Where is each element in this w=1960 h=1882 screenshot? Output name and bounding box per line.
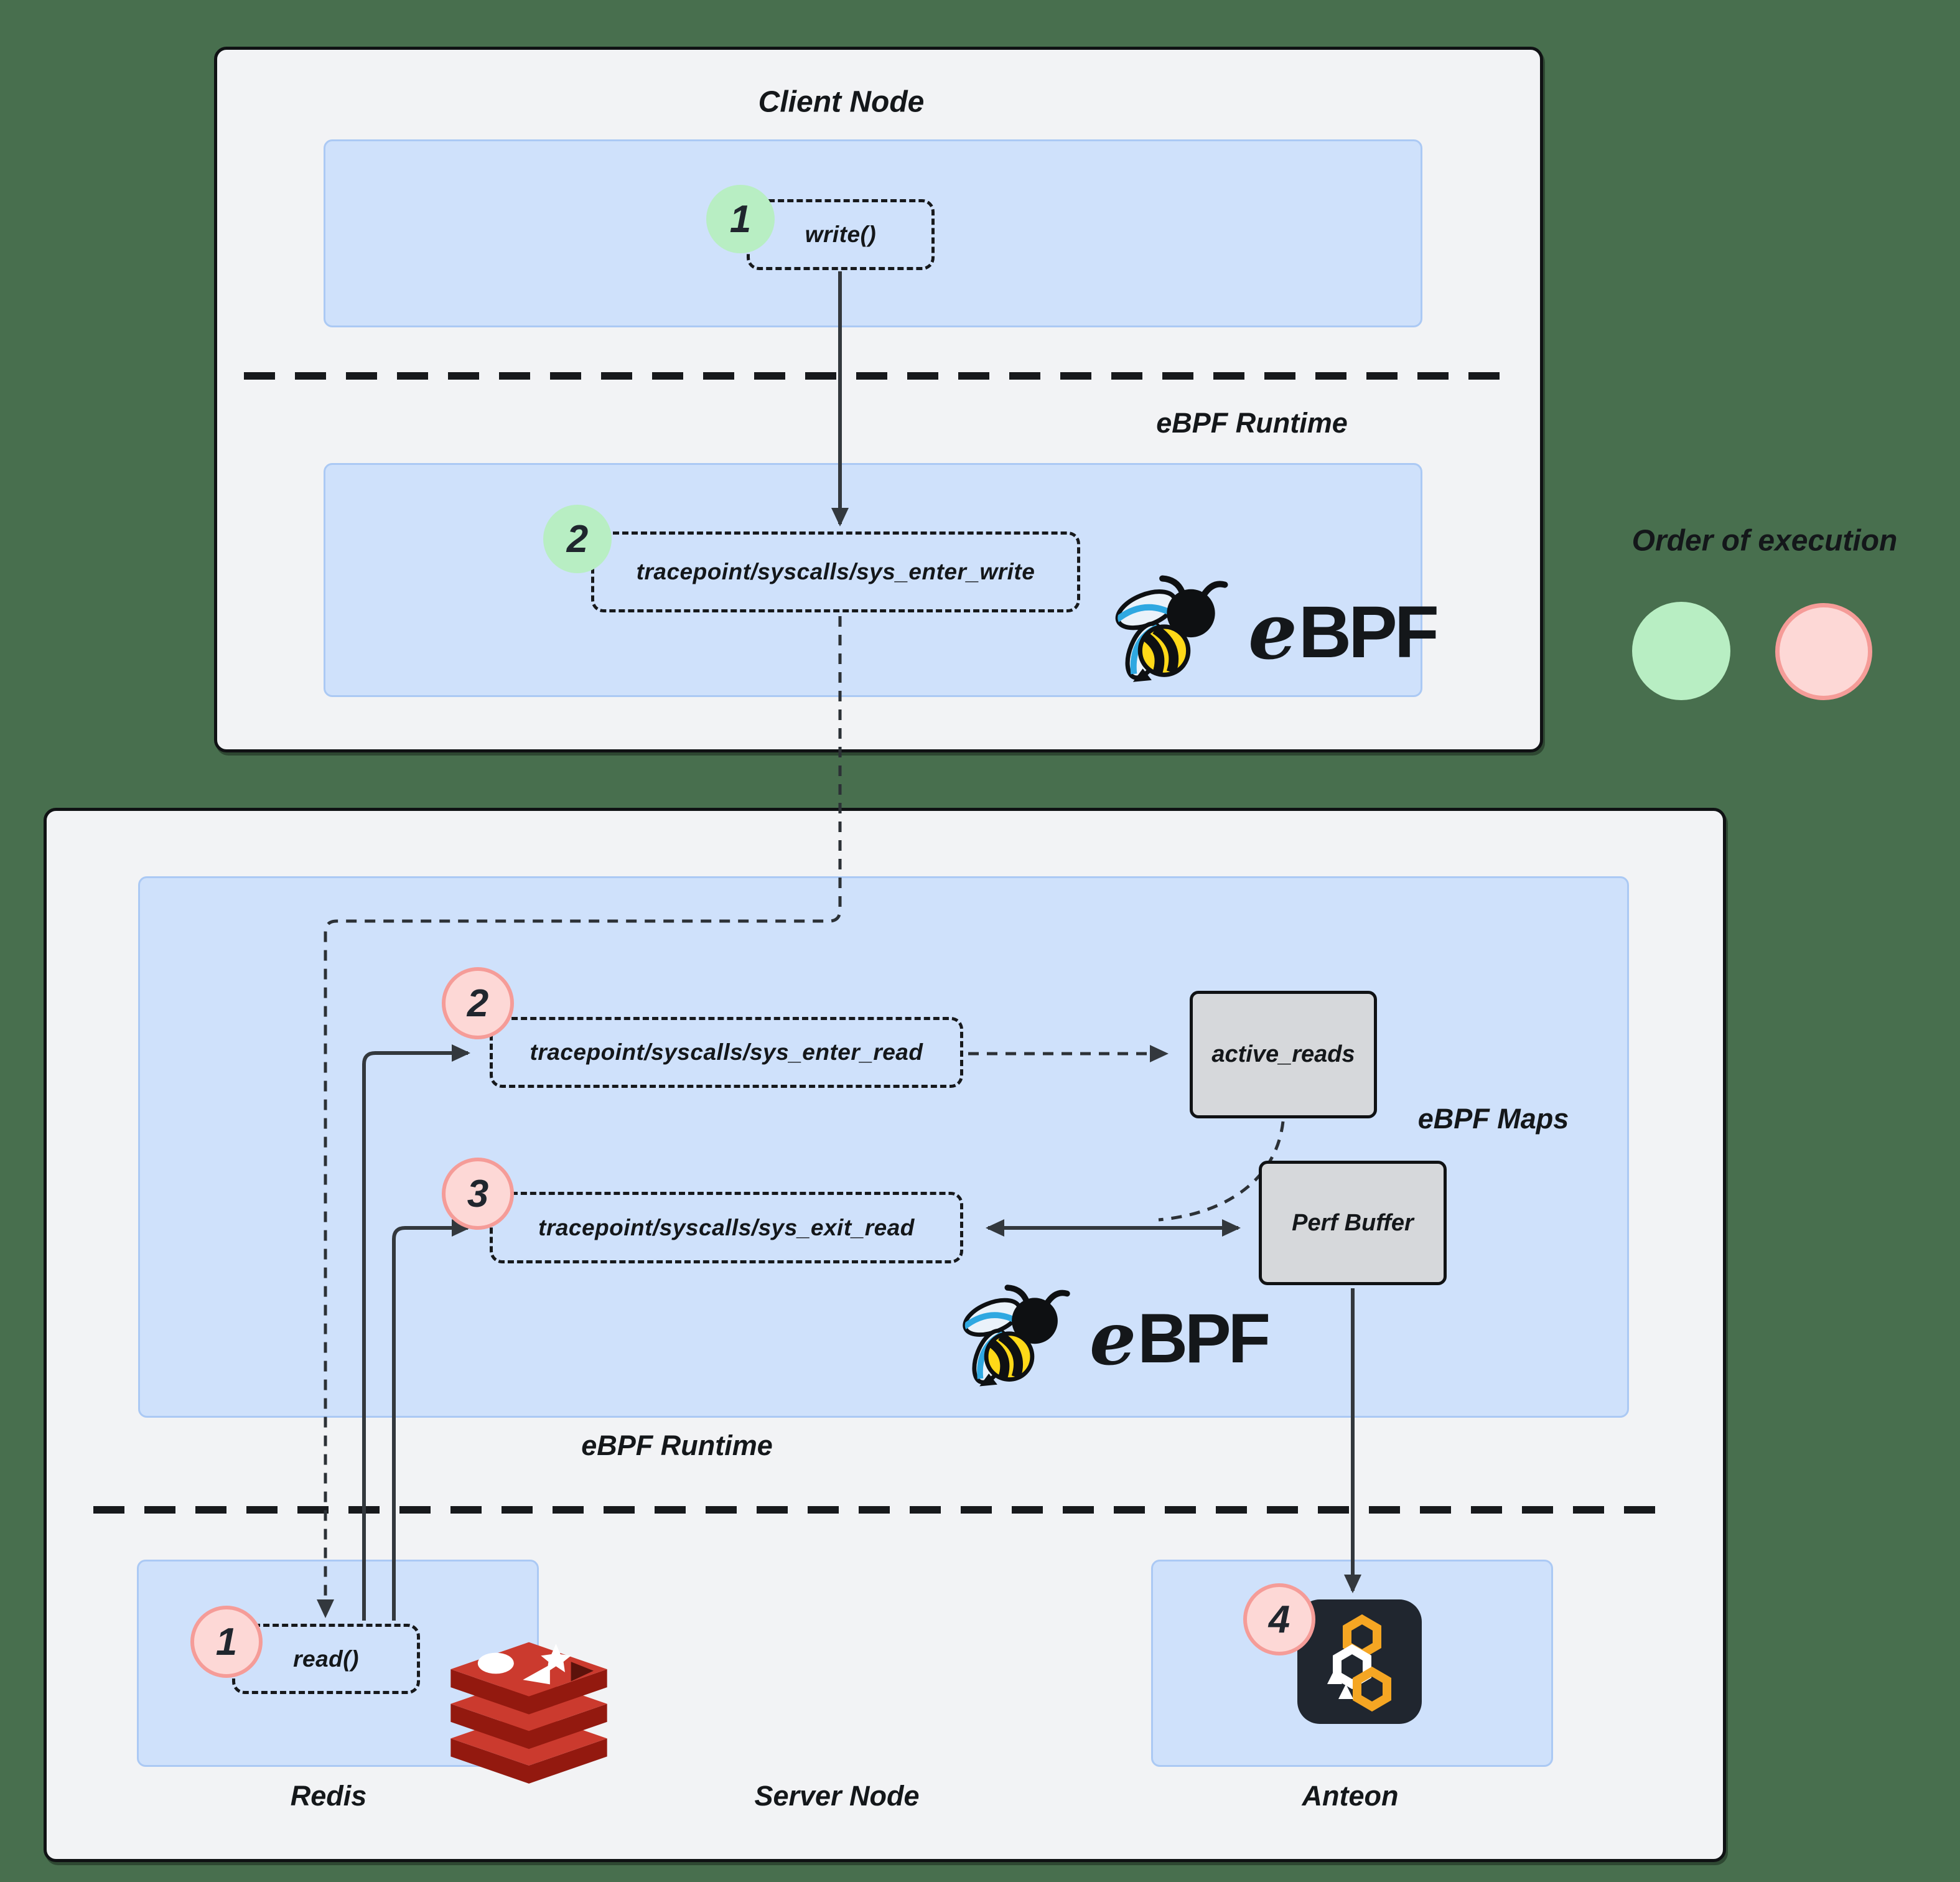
badge-exit-read-number: 3: [467, 1172, 489, 1215]
anteon-icon: [1297, 1599, 1422, 1724]
enter-read-tracepoint-label: tracepoint/syscalls/sys_enter_read: [530, 1039, 923, 1065]
badge-anteon: 4: [1243, 1583, 1315, 1655]
badge-write: 1: [706, 185, 775, 253]
legend-title: Order of execution: [1631, 524, 1898, 558]
read-syscall-label: read(): [293, 1646, 359, 1672]
write-syscall-box: write(): [747, 199, 935, 270]
server-runtime-box: [138, 876, 1629, 1418]
ebpf-logo-client: e BPF: [1111, 571, 1439, 693]
badge-enter-write-number: 2: [566, 517, 589, 561]
server-node-title: Server Node: [754, 1780, 920, 1812]
redis-label: Redis: [290, 1780, 367, 1812]
ebpf-maps-label: eBPF Maps: [1417, 1103, 1569, 1135]
ebpf-bee-icon: [958, 1281, 1086, 1397]
enter-write-tracepoint-box: tracepoint/syscalls/sys_enter_write: [591, 531, 1080, 612]
ebpf-logo-bpf: BPF: [1137, 1299, 1271, 1377]
perf-buffer-label: Perf Buffer: [1292, 1209, 1414, 1236]
ebpf-logo-e: e: [1090, 1295, 1137, 1382]
ebpf-logo-e: e: [1248, 586, 1297, 677]
ebpf-bee-icon: [1111, 571, 1244, 693]
legend-green-circle: [1632, 602, 1730, 700]
active-reads-node: active_reads: [1190, 991, 1377, 1118]
exit-read-tracepoint-box: tracepoint/syscalls/sys_exit_read: [490, 1192, 963, 1263]
client-node-title: Client Node: [758, 85, 925, 119]
client-runtime-label: eBPF Runtime: [1156, 407, 1348, 439]
badge-anteon-number: 4: [1268, 1598, 1290, 1641]
badge-read-number: 1: [215, 1620, 238, 1664]
server-runtime-label: eBPF Runtime: [581, 1430, 773, 1461]
badge-enter-read: 2: [442, 967, 514, 1039]
enter-read-tracepoint-box: tracepoint/syscalls/sys_enter_read: [490, 1017, 963, 1088]
write-syscall-label: write(): [805, 222, 877, 247]
enter-write-tracepoint-label: tracepoint/syscalls/sys_enter_write: [636, 559, 1035, 584]
anteon-label: Anteon: [1302, 1780, 1399, 1812]
ebpf-logo-server: e BPF: [958, 1281, 1271, 1397]
badge-enter-read-number: 2: [467, 981, 489, 1025]
exit-read-tracepoint-label: tracepoint/syscalls/sys_exit_read: [538, 1214, 915, 1240]
badge-write-number: 1: [729, 197, 752, 241]
redis-icon: [439, 1642, 619, 1811]
badge-read: 1: [190, 1606, 263, 1678]
badge-exit-read: 3: [442, 1158, 514, 1230]
active-reads-label: active_reads: [1211, 1041, 1355, 1067]
badge-enter-write: 2: [543, 505, 612, 573]
client-app-box: [324, 139, 1422, 327]
perf-buffer-node: Perf Buffer: [1259, 1161, 1447, 1285]
legend-pink-circle: [1775, 603, 1872, 700]
ebpf-logo-bpf: BPF: [1298, 591, 1439, 673]
